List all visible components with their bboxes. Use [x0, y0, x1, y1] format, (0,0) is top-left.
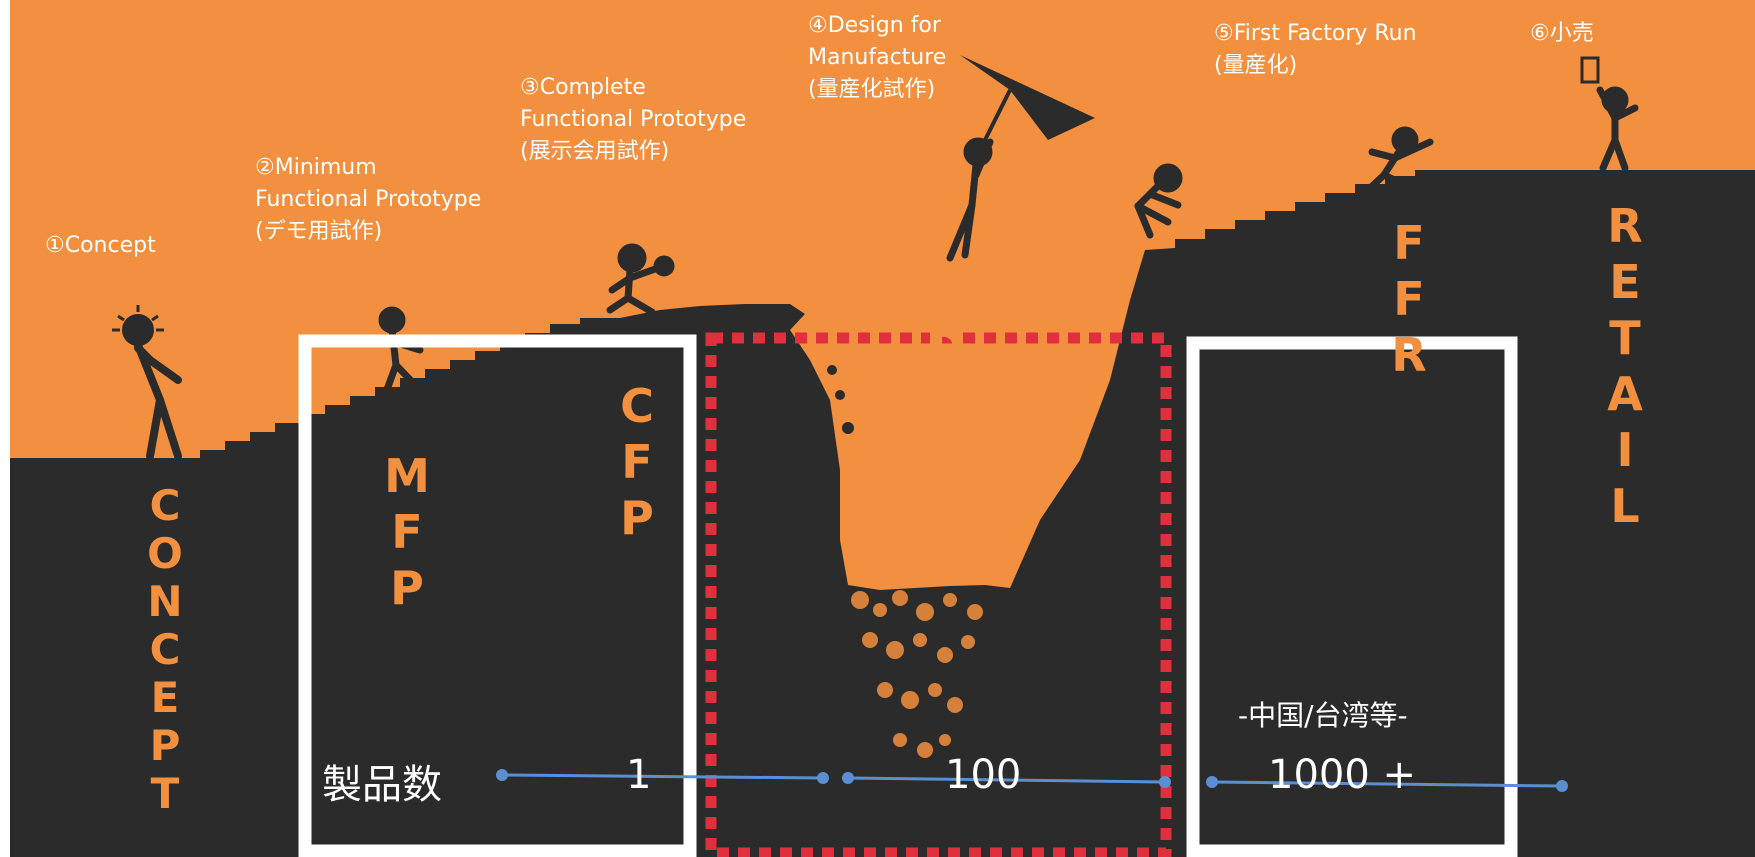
vertical-letter: P [390, 561, 424, 615]
axis-point [496, 769, 508, 781]
falling-rocks [827, 365, 854, 434]
vertical-letter: F [929, 377, 961, 431]
canyon-debris [851, 590, 983, 758]
stage-label-line: (展示会用試作) [520, 139, 670, 164]
umbrella-icon [960, 55, 1095, 141]
stage-label-dfm: ④Design for Manufacture (量産化試作) [808, 10, 946, 106]
axis-point [1206, 776, 1218, 788]
ffr-runner-figure-icon [1364, 126, 1434, 194]
region-note: -中国/台湾等- [1238, 699, 1408, 732]
vertical-letter: O [147, 529, 183, 578]
vertical-letter: T [1609, 311, 1641, 365]
vertical-letter: C [149, 481, 181, 530]
axis-point [842, 772, 854, 784]
stage-label-line: ②Minimum [255, 155, 377, 180]
vertical-letter: L [1610, 479, 1640, 533]
stage-label-line: (デモ用試作) [255, 219, 383, 244]
vertical-letter: R [1607, 199, 1643, 253]
vertical-letter: I [1616, 423, 1634, 477]
vertical-letter: E [150, 673, 180, 722]
vertical-letter: P [620, 491, 654, 545]
dfm-dotted-box [705, 332, 1172, 857]
vertical-letter: M [384, 449, 430, 503]
vertical-letter: N [147, 577, 183, 626]
stage-label-line: Functional Prototype [255, 187, 482, 212]
vertical-letter: M [922, 433, 968, 487]
stage-label-ffr: ⑤First Factory Run (量産化) [1214, 18, 1417, 82]
quantity-axis-title: 製品数 [322, 762, 442, 808]
axis-point [1556, 780, 1568, 792]
vertical-letter: F [1393, 216, 1425, 270]
cfp-runner-figure-icon [606, 243, 675, 316]
vertical-letter: A [1607, 367, 1643, 421]
dfm-falling-figure-icon [946, 137, 994, 262]
mfp-cfp-box [298, 334, 697, 857]
stage-label-line: Manufacture [808, 45, 947, 70]
axis-point [1159, 776, 1171, 788]
axis-tick-label: 1000 + [1268, 752, 1417, 798]
stage-label-line: ③Complete [520, 75, 646, 100]
vertical-letter: F [391, 505, 423, 559]
stage-label-line: ⑤First Factory Run [1214, 21, 1417, 46]
dfm-climbing-figure-icon [1134, 163, 1183, 239]
vertical-letter: C [620, 379, 654, 433]
vertical-letter: D [925, 321, 965, 375]
vertical-letter: F [621, 435, 653, 489]
vertical-letter: T [150, 769, 180, 818]
vertical-letter: C [149, 625, 181, 674]
vertical-letter: F [1393, 272, 1425, 326]
stage-label-cfp: ③Complete Functional Prototype (展示会用試作) [520, 72, 746, 168]
lightbulb-icon [112, 305, 164, 344]
stage-label-retail: ⑥小売 [1530, 21, 1594, 46]
stage-label-concept: ①Concept [45, 233, 156, 258]
stage-label-line: Functional Prototype [520, 107, 747, 132]
stage-label-line: (量産化) [1214, 53, 1298, 78]
axis-point [817, 772, 829, 784]
stage-label-line: (量産化試作) [808, 77, 936, 102]
quantity-axis [496, 769, 1568, 792]
stage-label-mfp: ②Minimum Functional Prototype (デモ用試作) [255, 152, 481, 248]
vertical-letter: R [1391, 328, 1427, 382]
ffr-box [1186, 336, 1518, 857]
stage-label-line: ④Design for [808, 13, 941, 38]
axis-tick-label: 1 [626, 752, 652, 798]
vertical-letter: P [149, 721, 181, 770]
axis-tick-label: 100 [945, 752, 1022, 798]
vertical-letter: E [1609, 255, 1641, 309]
retail-figure-icon [1580, 56, 1639, 172]
